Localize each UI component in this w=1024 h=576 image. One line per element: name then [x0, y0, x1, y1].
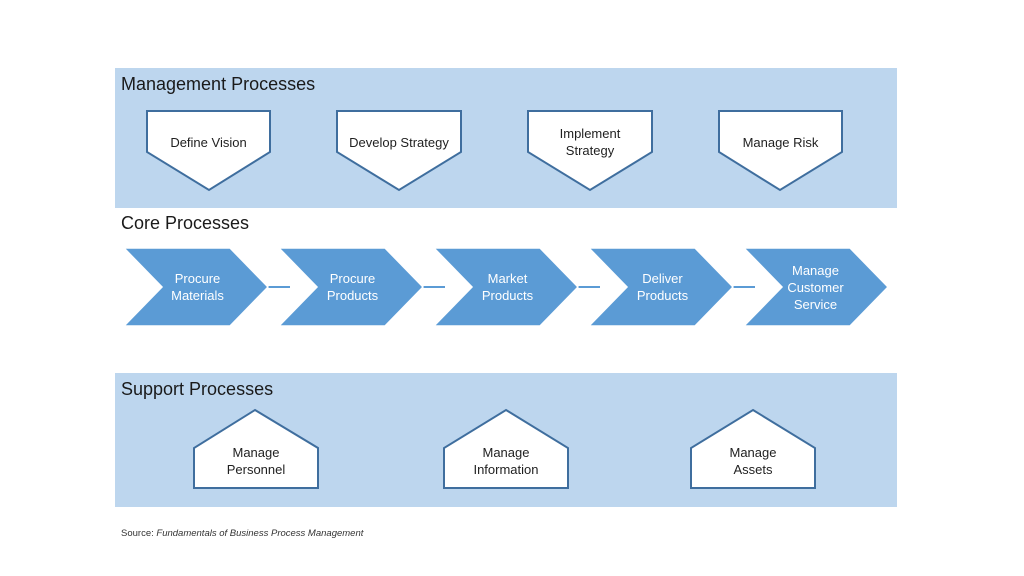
support-step-3-shape [690, 408, 816, 489]
core-step-2-shape [277, 247, 425, 327]
management-step-4-shape [718, 110, 843, 192]
support-step-1-shape [193, 408, 319, 489]
source-prefix: Source: [121, 528, 157, 539]
core-step-3-shape [432, 247, 580, 327]
management-step-2-shape [336, 110, 462, 192]
support-step-3-label: Manage Assets [729, 445, 777, 477]
support-step-2-shape [443, 408, 569, 489]
core-step-5-label: Manage Customer Service [787, 262, 844, 312]
management-step-1-shape [146, 110, 271, 192]
management-processes-title: Management Processes [121, 74, 316, 94]
core-step-5-shape [742, 247, 890, 327]
support-step-1-label: Manage Personnel [226, 445, 286, 477]
management-step-1-label: Define Vision [170, 134, 247, 150]
source-citation: Source: Fundamentals of Business Process… [121, 528, 363, 539]
core-step-2-label: Procure Products [326, 271, 379, 303]
core-step-4-label: Deliver Products [636, 271, 689, 303]
management-step-2-label: Develop Strategy [349, 134, 449, 150]
management-step-3-shape [527, 110, 653, 192]
core-step-1-label: Procure Materials [171, 271, 224, 303]
management-step-3-label: Implement Strategy [559, 126, 621, 158]
core-step-3-label: Market Products [481, 271, 534, 303]
support-processes-title: Support Processes [121, 379, 274, 399]
source-work-title: Fundamentals of Business Process Managem… [156, 528, 364, 539]
core-step-4-shape [587, 247, 735, 327]
core-processes-title: Core Processes [121, 213, 250, 233]
support-step-2-label: Manage Information [473, 445, 539, 477]
core-step-1-shape [122, 247, 270, 327]
management-step-4-label: Manage Risk [742, 134, 819, 150]
